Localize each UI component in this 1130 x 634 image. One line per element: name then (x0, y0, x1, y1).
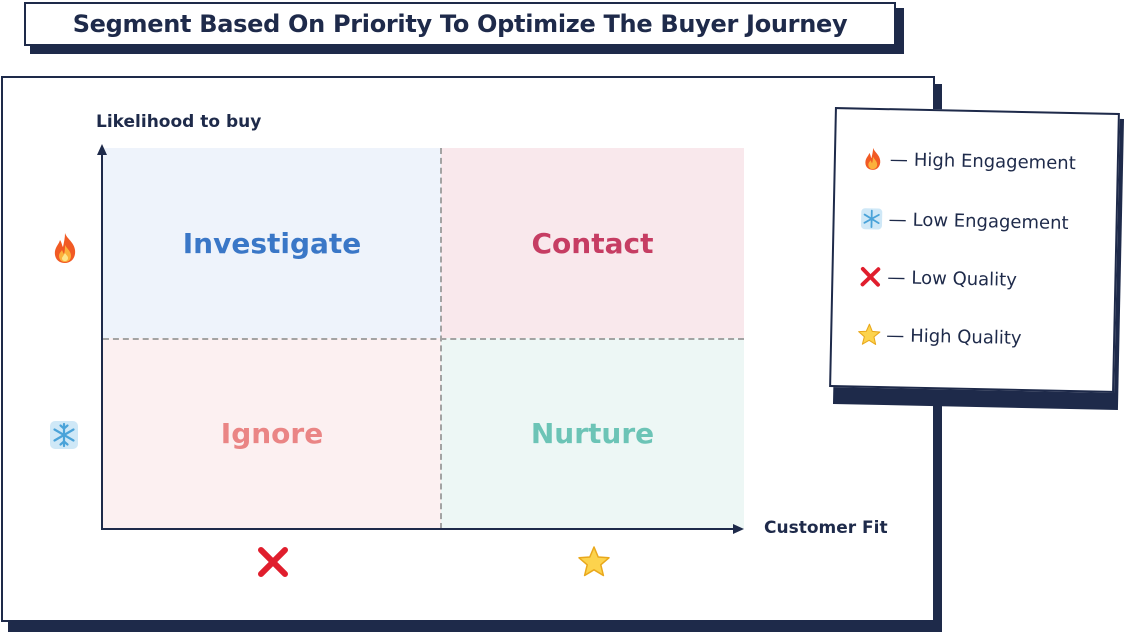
quadrant-ignore-label: Ignore (220, 417, 324, 450)
legend-label: High Engagement (913, 149, 1076, 174)
star-icon (575, 543, 613, 581)
quadrant-contact: Contact (441, 148, 744, 338)
legend-dash: — (889, 148, 909, 171)
legend-item-high-quality: — High Quality (856, 322, 1022, 351)
horizontal-divider (103, 338, 744, 340)
legend-item-low-engagement: — Low Engagement (858, 206, 1069, 236)
page-title: Segment Based On Priority To Optimize Th… (72, 10, 848, 38)
legend-dash: — (885, 324, 905, 347)
snowflake-icon (858, 206, 885, 233)
quadrant-nurture-label: Nurture (530, 417, 655, 450)
snowflake-icon (46, 417, 82, 453)
quadrant-contact-label: Contact (531, 226, 654, 260)
cross-mark-icon (857, 264, 884, 291)
legend-dash: — (887, 266, 906, 289)
legend-label: Low Engagement (912, 209, 1069, 234)
quadrant-investigate: Investigate (103, 148, 441, 338)
x-axis-label: Customer Fit (764, 518, 888, 538)
quadrant-investigate-label: Investigate (182, 226, 362, 260)
legend-label: High Quality (909, 325, 1022, 349)
cross-mark-icon (254, 543, 292, 581)
fire-icon (48, 231, 82, 265)
y-axis-label: Likelihood to buy (96, 112, 262, 132)
legend-dash: — (888, 208, 907, 231)
quadrant-ignore: Ignore (103, 338, 441, 529)
legend-label: Low Quality (911, 267, 1018, 291)
fire-icon (860, 146, 887, 173)
legend-item-low-quality: — Low Quality (857, 264, 1017, 293)
legend-item-high-engagement: — High Engagement (860, 146, 1076, 177)
legend: — High Engagement — Low Engagement (829, 107, 1120, 393)
star-icon (856, 322, 883, 349)
quadrant-nurture: Nurture (441, 338, 744, 529)
title-banner: Segment Based On Priority To Optimize Th… (24, 2, 896, 46)
